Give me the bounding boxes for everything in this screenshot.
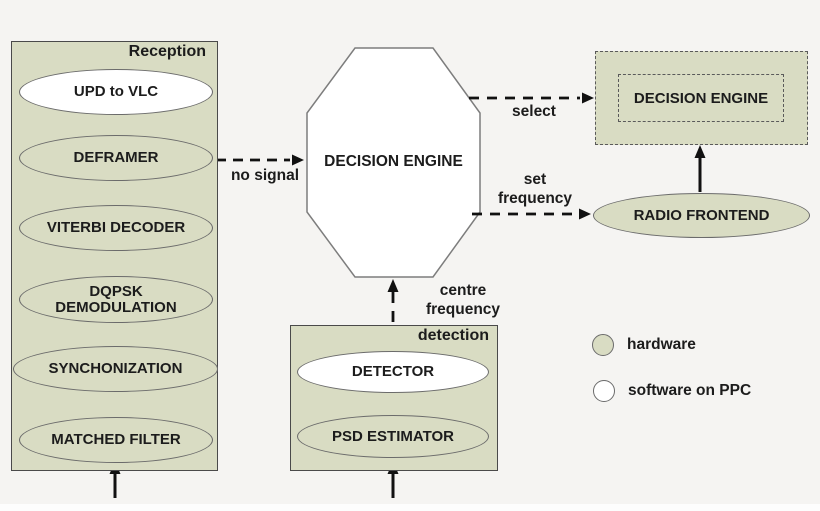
decision-engine-label: DECISION ENGINE <box>324 153 463 170</box>
arrowhead <box>387 279 399 292</box>
node-viterbi-decoder: VITERBI DECODER <box>19 205 213 251</box>
bottom-margin-strip <box>0 504 820 511</box>
node-psd-estimator: PSD ESTIMATOR <box>297 415 489 458</box>
node-deframer: DEFRAMER <box>19 135 213 181</box>
node-label: PSD ESTIMATOR <box>332 427 454 445</box>
legend-software-swatch <box>593 380 615 402</box>
node-label: DETECTOR <box>351 363 435 380</box>
arrowhead <box>292 154 304 166</box>
node-label: SYNCHONIZATION <box>48 360 183 377</box>
node-detector: DETECTOR <box>297 351 489 393</box>
legend-software-label: software on PPC <box>628 382 752 399</box>
node-matched-filter: MATCHED FILTER <box>19 417 213 463</box>
node-synchonization: SYNCHONIZATION <box>13 346 218 392</box>
node-radio-frontend: RADIO FRONTEND <box>593 193 810 238</box>
detection-title: detection <box>417 327 489 344</box>
decision-engine-octagon <box>307 48 480 277</box>
legend-hardware-swatch <box>592 334 614 356</box>
edge-label-set-frequency: set frequency <box>497 171 573 207</box>
edge-label-no-signal: no signal <box>230 167 300 184</box>
node-label: UPD to VLC <box>73 83 159 100</box>
selected-decision-engine-inner-box: DECISION ENGINE <box>618 74 784 122</box>
node-upd-to-vlc: UPD to VLC <box>19 69 213 115</box>
node-label: DQPSK DEMODULATION <box>55 282 177 316</box>
node-label: RADIO FRONTEND <box>633 206 770 224</box>
node-dqpsk-demodulation: DQPSK DEMODULATION <box>19 276 213 323</box>
node-label: MATCHED FILTER <box>51 431 181 448</box>
arrowhead <box>582 92 594 104</box>
selected-decision-engine-label: DECISION ENGINE <box>633 89 769 107</box>
node-label: VITERBI DECODER <box>46 219 186 236</box>
selected-decision-engine-box <box>595 51 808 145</box>
legend-hardware-label: hardware <box>627 336 696 353</box>
node-label: DEFRAMER <box>73 149 159 166</box>
arrowhead <box>694 145 706 158</box>
reception-title: Reception <box>128 43 206 60</box>
arrowhead <box>579 208 591 220</box>
reception-group-box: Reception <box>11 41 218 471</box>
edge-label-select: select <box>512 103 556 120</box>
edge-label-centre-frequency: centre frequency <box>425 282 501 318</box>
